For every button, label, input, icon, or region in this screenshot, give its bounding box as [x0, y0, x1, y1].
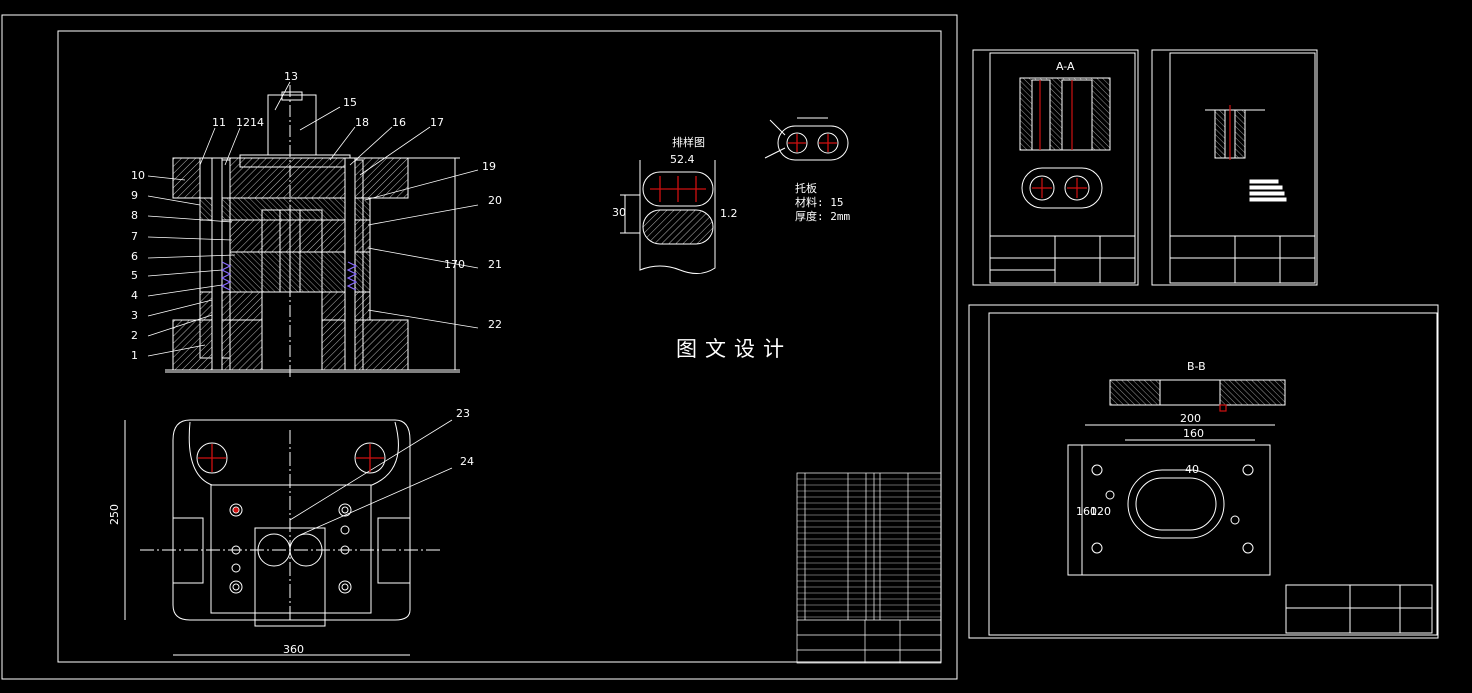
- plan-center-marks: [198, 444, 384, 513]
- part-number-9: 9: [131, 189, 138, 202]
- part-name: 托板: [795, 181, 817, 195]
- detail-c-dim-overall: 200: [1180, 412, 1201, 425]
- part-number-18: 18: [355, 116, 369, 129]
- part-number-15: 15: [343, 96, 357, 109]
- detail-sheet-c: [968, 304, 1439, 639]
- part-sketch: [764, 117, 849, 161]
- detail-c-center-marks: [1219, 404, 1227, 412]
- part-number-5: 5: [131, 269, 138, 282]
- dim-plan-height: 250: [108, 504, 121, 525]
- part-number-6: 6: [131, 250, 138, 263]
- part-number-12: 12: [236, 116, 250, 129]
- part-number-13: 13: [284, 70, 298, 83]
- detail-c-dim-hole-spacing: 160: [1183, 427, 1204, 440]
- part-number-19: 19: [482, 160, 496, 173]
- spring-right: [346, 261, 358, 291]
- watermark-text: 图文设计: [676, 337, 792, 361]
- die-plan-view: [124, 419, 440, 656]
- part-number-20: 20: [488, 194, 502, 207]
- spring-left: [220, 261, 232, 291]
- part-number-1: 1: [131, 349, 138, 362]
- strip-layout-title: 排样图: [672, 135, 705, 149]
- strip-layout: [620, 160, 716, 274]
- detail-c-dim-height-b: 120: [1090, 505, 1111, 518]
- part-number-17: 17: [430, 116, 444, 129]
- part-number-4: 4: [131, 289, 138, 302]
- strip-dim-pitch: 30: [612, 206, 626, 219]
- strip-dim-width: 52.4: [670, 153, 695, 166]
- part-center-marks: [788, 134, 837, 152]
- detail-sheet-b: [1151, 49, 1318, 286]
- part-number-3: 3: [131, 309, 138, 322]
- part-number-22: 22: [488, 318, 502, 331]
- part-number-23: 23: [456, 407, 470, 420]
- detail-c-section-label: B-B: [1187, 360, 1206, 373]
- spring-marks: [220, 261, 358, 291]
- main-sheet: [1, 14, 958, 680]
- part-number-8: 8: [131, 209, 138, 222]
- detail-a-section-label: A-A: [1056, 60, 1075, 73]
- parts-list-table: [796, 472, 942, 664]
- part-number-14: 14: [250, 116, 264, 129]
- leader-lines: [147, 81, 479, 536]
- part-material: 材料: 15: [795, 195, 844, 209]
- part-thickness: 厚度: 2mm: [795, 209, 850, 223]
- part-number-7: 7: [131, 230, 138, 243]
- strip-dim-edge: 1.2: [720, 207, 738, 220]
- detail-c-dim-height-a: 160: [1076, 505, 1097, 518]
- part-number-2: 2: [131, 329, 138, 342]
- part-number-labels: 1 2 3 4 5 6 7 8 9 10 11 12 14 13 15 16 1…: [131, 70, 502, 468]
- detail-a-center-marks: [1032, 80, 1087, 198]
- part-number-11: 11: [212, 116, 226, 129]
- dim-height-right: 170: [444, 258, 465, 271]
- part-number-10: 10: [131, 169, 145, 182]
- part-number-24: 24: [460, 455, 474, 468]
- die-section-view: [165, 85, 460, 380]
- dim-plan-width: 360: [283, 643, 304, 656]
- strip-center-marks: [650, 176, 706, 202]
- parts-list-rows: [797, 478, 941, 618]
- part-number-16: 16: [392, 116, 406, 129]
- part-number-21: 21: [488, 258, 502, 271]
- detail-c-dim-slot: 40: [1185, 463, 1199, 476]
- detail-sheet-a: [972, 49, 1139, 286]
